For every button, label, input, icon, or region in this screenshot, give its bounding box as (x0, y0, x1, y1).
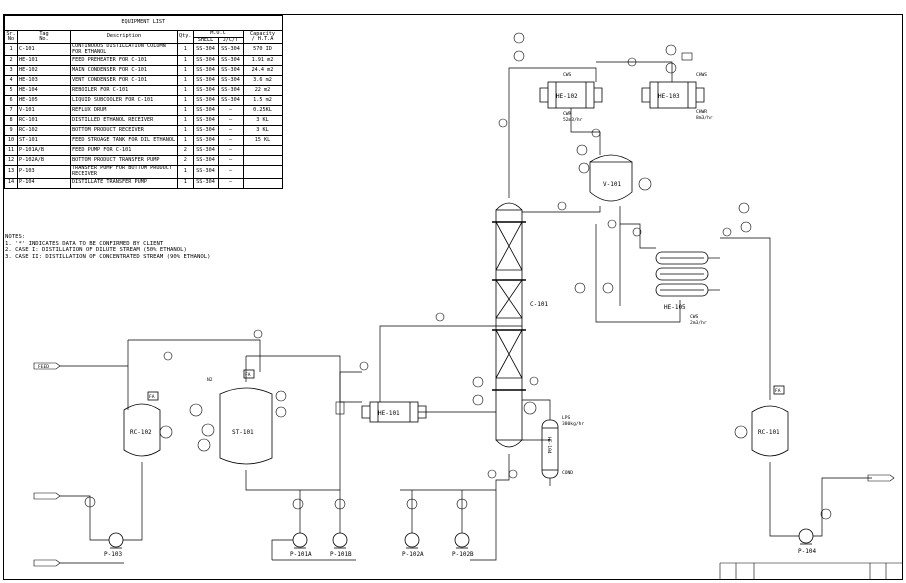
label-rc101: RC-101 (758, 429, 780, 436)
fa-text-rc101: FA (775, 388, 781, 394)
offpage-connectors: FEED (33, 362, 895, 567)
drawing-border (3, 14, 903, 580)
utility-labels: CWS CWR 52m3/hr CHWS CHWR 8m3/hr CWS 2m3… (562, 72, 713, 476)
label-p104: P-104 (798, 548, 816, 555)
label-c101: C-101 (530, 301, 548, 308)
cwr-text: CWR (563, 111, 572, 117)
exchanger-he104: HE-104 (541, 419, 559, 479)
tank-st101: ST-101 FA N2 (207, 369, 273, 465)
instruments (84, 32, 832, 520)
pump-p102b: P-102B (452, 532, 474, 558)
pump-p101a: P-101A (290, 532, 312, 558)
label-he102: HE-102 (556, 93, 578, 100)
title-block (719, 562, 903, 580)
equipment-cell-desc: TRANSFER PUMP FOR BOTTOM PRODUCT RECEIVE… (70, 165, 178, 179)
notes-block: NOTES: 1. '*' INDICATES DATA TO BE CONFI… (5, 234, 210, 260)
fa-text-st101: FA (245, 372, 251, 378)
label-p102b: P-102B (452, 551, 474, 558)
label-he103: HE-103 (658, 93, 680, 100)
label-he104: HE-104 (546, 437, 552, 454)
label-p102a: P-102A (402, 551, 424, 558)
exchanger-he105: HE-105 (655, 251, 709, 311)
fa-text-rc102: FA (149, 394, 155, 400)
lps-rate-text: 380kg/hr (562, 421, 584, 427)
note-2: 2. CASE I: DISTILLATION OF DILUTE STREAM… (5, 247, 187, 254)
label-v101: V-101 (603, 181, 621, 188)
lps-text: LPS (562, 415, 571, 421)
label-p101a: P-101A (290, 551, 312, 558)
exchanger-he102: HE-102 (539, 81, 603, 109)
feed-text: FEED (38, 364, 49, 370)
column-c101: C-101 (492, 202, 548, 448)
fa-box-st101 (243, 369, 255, 379)
chws-text: CHWS (696, 72, 707, 78)
pump-p101b: P-101B (330, 532, 352, 558)
chws-rate-text: 8m3/hr (696, 115, 713, 121)
equipment-cell-desc: CONTINUOUS DISTILLATION COLUMN FOR ETHAN… (70, 43, 178, 57)
chwr-text: CHWR (696, 109, 707, 115)
sub-cws-rate-text: 2m3/hr (690, 320, 707, 326)
equipment-cell-cap (242, 165, 283, 179)
label-rc102: RC-102 (130, 429, 152, 436)
receiver-rc101: RC-101 FA (751, 385, 789, 457)
cws-text: CWS (563, 72, 572, 78)
note-1: 1. '*' INDICATES DATA TO BE CONFIRMED BY… (5, 240, 164, 247)
pump-p102a: P-102A (402, 532, 424, 558)
pump-p104: P-104 (798, 528, 816, 555)
label-he101: HE-101 (378, 410, 400, 417)
label-he105: HE-105 (664, 304, 686, 311)
equipment-cell-qty: 1 (177, 165, 194, 179)
label-p101b: P-101B (330, 551, 352, 558)
cond-text: COND (562, 470, 573, 476)
receiver-rc102: RC-102 FA (123, 391, 161, 457)
equipment-cell-jct: — (217, 165, 244, 179)
notes-heading: NOTES: (5, 234, 26, 240)
label-st101: ST-101 (232, 429, 254, 436)
stream-tags (163, 57, 732, 479)
equipment-cell-shell: SS-304 (192, 165, 219, 179)
n2-text: N2 (207, 377, 213, 383)
label-p103: P-103 (104, 551, 122, 558)
sub-cws-text: CWS (690, 314, 699, 320)
exchanger-he101: HE-101 (361, 401, 427, 423)
cws-rate-text: 52m3/hr (563, 117, 583, 123)
equipment-cell-shell: SS-304 (192, 43, 219, 57)
piping (60, 61, 872, 564)
note-3: 3. CASE II: DISTILLATION OF CONCENTRATED… (5, 253, 211, 260)
exchanger-he103: HE-103 (641, 81, 705, 109)
equipment-cell-cap (242, 177, 283, 189)
pump-p103: P-103 (104, 532, 124, 558)
equipment-cell-desc: DISTILLATE TRANSFER PUMP (70, 177, 178, 189)
equipment-cell-cap: 570 ID (242, 43, 283, 57)
vessel-v101: V-101 (589, 154, 633, 202)
